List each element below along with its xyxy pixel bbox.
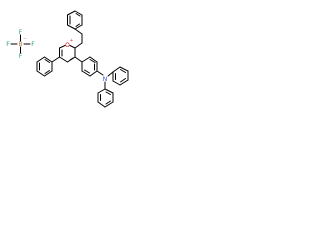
- pyrylium-ring: O +: [59, 38, 76, 63]
- fluorine-atom-bottom: F: [19, 53, 23, 60]
- boron-atom: B: [18, 41, 22, 48]
- fluorine-atom-left: F: [6, 41, 10, 48]
- oxygen-atom: O: [65, 42, 70, 49]
- fluorine-atom-right: F: [31, 41, 35, 48]
- triphenylamine-nitrogen: N: [103, 71, 114, 90]
- phenyl-ring-n-right: [112, 66, 129, 86]
- boron-charge: −: [23, 36, 26, 41]
- phenyl-ring-n-bottom: [97, 88, 114, 108]
- fluorine-atom-top: F: [19, 29, 23, 36]
- nitrogen-atom: N: [103, 76, 108, 83]
- phenyl-ring-left: [36, 56, 60, 77]
- phenylene-linker: [74, 56, 104, 77]
- oxygen-charge: +: [70, 38, 73, 43]
- tetrafluoroborate-anion: F F B − F F: [6, 29, 35, 60]
- molecule-diagram: F F B − F F O +: [6, 10, 129, 108]
- phenyl-ring-top: [67, 10, 83, 49]
